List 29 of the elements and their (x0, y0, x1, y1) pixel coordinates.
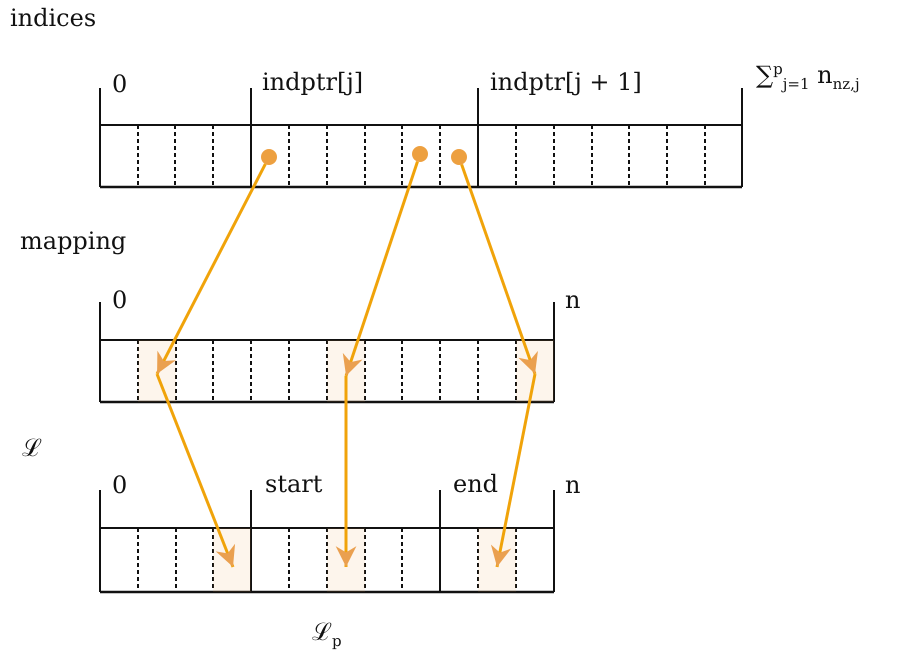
arrow (490, 374, 536, 568)
array-label: start (265, 472, 322, 496)
arrow (336, 376, 356, 567)
array-label: n (565, 288, 580, 312)
array-label: ∑$^{p}$$_{j=1}$ n$_{nz,j}$ (756, 62, 860, 92)
array-label: mapping (20, 229, 126, 253)
array-label: end (453, 472, 498, 496)
pointer-dot (451, 149, 467, 165)
arrow (342, 161, 419, 376)
arrow (156, 373, 236, 568)
pointer-dot (412, 146, 428, 162)
arrow (460, 164, 538, 374)
array-cell (516, 340, 554, 402)
arrow (156, 163, 267, 375)
array-cell (327, 340, 365, 402)
array-label: indptr[j] (262, 70, 364, 94)
array-cell (138, 340, 176, 402)
array-label: ℒ (22, 436, 42, 460)
array-label: indices (10, 6, 96, 30)
array-label: 0 (112, 288, 128, 312)
array-label: ℒ$_{p}$ (312, 620, 342, 649)
array-label: 0 (112, 473, 128, 497)
array-label: 0 (112, 72, 128, 96)
pointer-dot (261, 149, 277, 165)
array-cell (327, 528, 365, 592)
array-label: indptr[j + 1] (490, 70, 642, 94)
array-cell (213, 528, 251, 592)
array-cell (478, 528, 516, 592)
array-label: n (565, 473, 580, 497)
